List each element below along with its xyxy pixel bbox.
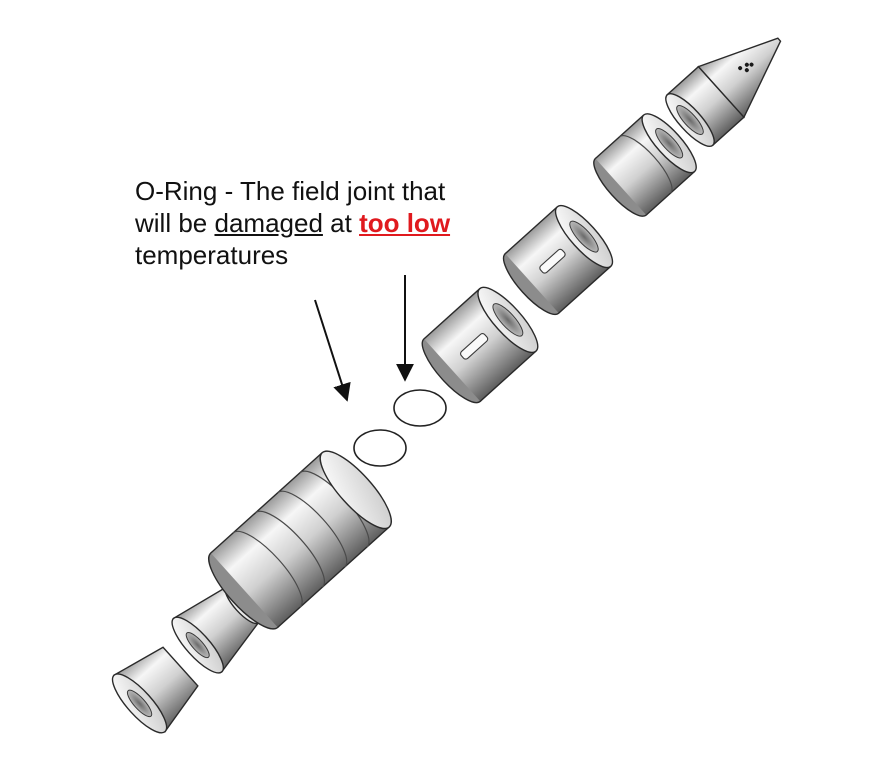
aft-motor-segment <box>208 450 392 630</box>
center-segment-lower <box>421 286 539 404</box>
nose-cone <box>665 37 782 147</box>
o-ring-caption: O-Ring - The field joint that will be da… <box>135 175 450 271</box>
forward-segment <box>593 113 697 217</box>
caption-will-be: will be <box>135 208 208 238</box>
center-segment-upper <box>502 204 614 316</box>
caption-at: at <box>330 208 352 238</box>
caption-line-3: temperatures <box>135 240 289 270</box>
arrow-icon <box>314 299 351 402</box>
nozzle-exit-cone <box>111 646 199 734</box>
o-ring-icon <box>393 389 447 427</box>
caption-line-1: O-Ring - The field joint that <box>135 176 446 206</box>
caption-too-low: too low <box>359 208 451 238</box>
caption-line-2: will be damaged at too low <box>135 207 450 239</box>
o-ring-icon <box>353 429 407 467</box>
caption-damaged: damaged <box>214 208 323 238</box>
